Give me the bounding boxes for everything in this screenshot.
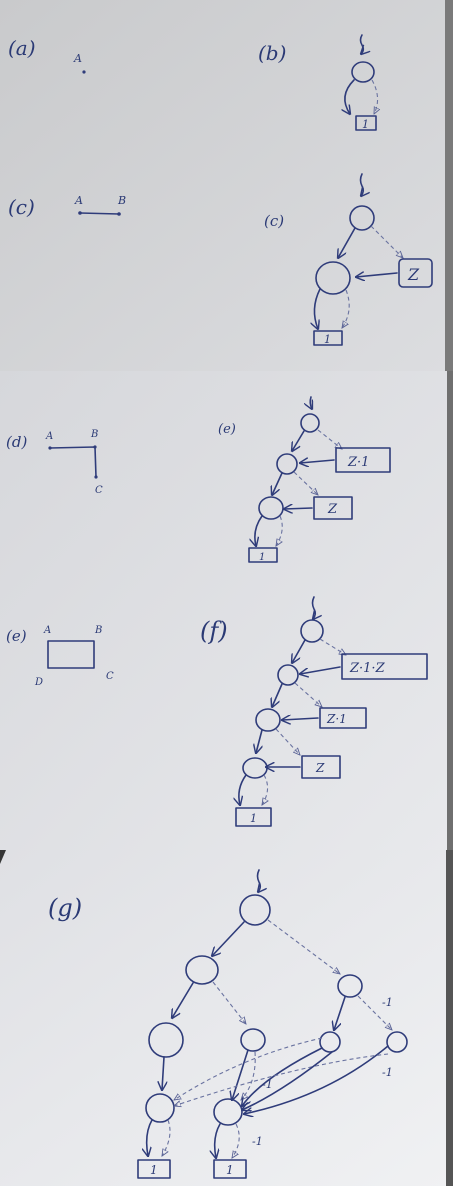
panel-e2-tag: (e) bbox=[6, 627, 27, 645]
node-g-right bbox=[337, 974, 363, 998]
panel-c-tag: (c) bbox=[8, 195, 35, 219]
svg-text:A: A bbox=[43, 625, 51, 636]
node-g-left bbox=[185, 955, 219, 985]
photo-1: (a) A (b) 1 (c) A B (c) Z 1 bbox=[0, 0, 453, 371]
diagram-f: Z·1·Z Z·1 Z 1 bbox=[235, 596, 428, 827]
panel-g-tag: (g) bbox=[48, 894, 82, 922]
box-f-z1z bbox=[341, 653, 428, 680]
svg-text:Z: Z bbox=[407, 265, 420, 284]
svg-text:Z·1·Z: Z·1·Z bbox=[349, 661, 386, 676]
svg-text:1: 1 bbox=[250, 812, 257, 825]
node-c2-root bbox=[349, 205, 375, 231]
diagram-b: 1 bbox=[345, 34, 378, 131]
photo-3-sheet: (g) -1 -1 -1 bbox=[0, 850, 453, 1186]
svg-text:1: 1 bbox=[362, 118, 369, 131]
edge-label-4: -1 bbox=[252, 1135, 263, 1148]
segment-ab bbox=[79, 212, 120, 215]
box-f-z1 bbox=[319, 707, 367, 729]
box-g-one-left bbox=[137, 1159, 171, 1179]
edge-label-1: -1 bbox=[382, 996, 393, 1009]
node-b-root bbox=[351, 61, 375, 83]
node-e-root bbox=[300, 413, 320, 433]
node-c2-child bbox=[315, 261, 351, 295]
svg-text:Z: Z bbox=[327, 502, 338, 517]
photo-2-sheet: (d) A B C (e) Z·1 Z 1 (e) A B C D (f) bbox=[0, 371, 453, 850]
box-c2-z bbox=[398, 258, 433, 288]
panel-b-tag: (b) bbox=[258, 41, 286, 65]
svg-text:D: D bbox=[34, 677, 43, 688]
edge-label-2: -1 bbox=[262, 1078, 273, 1091]
box-e-one bbox=[248, 547, 278, 563]
node-f-3 bbox=[255, 708, 281, 732]
edge-label-3: -1 bbox=[382, 1066, 393, 1079]
svg-text:1: 1 bbox=[150, 1163, 158, 1177]
node-e-mid bbox=[276, 453, 298, 475]
box-e-z1 bbox=[335, 447, 391, 473]
diagram-g: -1 -1 -1 1 -1 1 bbox=[137, 869, 408, 1179]
diagram-e: Z·1 Z 1 bbox=[248, 396, 391, 563]
box-b-one bbox=[355, 115, 377, 131]
box-c2-one bbox=[313, 330, 343, 346]
node-f-4 bbox=[242, 757, 268, 779]
svg-text:1: 1 bbox=[259, 552, 265, 563]
box-e-z bbox=[313, 496, 353, 520]
node-g-rr bbox=[386, 1031, 408, 1053]
point-a-label: A bbox=[73, 52, 82, 65]
rect-abcd bbox=[47, 640, 95, 669]
node-g-rl bbox=[319, 1031, 341, 1053]
svg-text:Z·1: Z·1 bbox=[326, 712, 347, 726]
node-g-root bbox=[239, 894, 271, 926]
photo-1-sheet: (a) A (b) 1 (c) A B (c) Z 1 bbox=[0, 0, 453, 371]
node-e-low bbox=[258, 496, 284, 520]
segment-b-label: B bbox=[117, 194, 126, 207]
svg-text:1: 1 bbox=[226, 1163, 234, 1177]
diagram-c2: Z 1 bbox=[313, 173, 433, 346]
panel-d-tag: (d) bbox=[6, 433, 27, 451]
panel-c2-tag: (c) bbox=[264, 212, 284, 230]
box-f-one bbox=[235, 807, 272, 827]
node-f-root bbox=[300, 619, 324, 643]
svg-text:Z: Z bbox=[315, 761, 325, 775]
node-g-b1 bbox=[145, 1093, 175, 1123]
node-g-lr bbox=[240, 1028, 266, 1052]
svg-text:C: C bbox=[95, 485, 103, 496]
node-f-2 bbox=[277, 664, 299, 686]
node-g-ll bbox=[148, 1022, 184, 1058]
photo-2: (d) A B C (e) Z·1 Z 1 (e) A B C D (f) bbox=[0, 371, 453, 850]
segment-a-label: A bbox=[74, 194, 83, 207]
svg-text:Z·1: Z·1 bbox=[347, 455, 369, 470]
node-g-b2 bbox=[213, 1098, 243, 1126]
svg-text:B: B bbox=[90, 429, 98, 440]
svg-text:C: C bbox=[106, 671, 114, 682]
svg-text:B: B bbox=[94, 625, 102, 636]
panel-f-tag: (f) bbox=[200, 617, 228, 645]
point-a bbox=[82, 70, 86, 74]
panel-e-tag: (e) bbox=[218, 422, 236, 437]
svg-text:1: 1 bbox=[324, 333, 331, 346]
box-g-one-right bbox=[213, 1159, 247, 1179]
photo-3: (g) -1 -1 -1 bbox=[0, 850, 453, 1186]
box-f-z bbox=[301, 755, 341, 779]
panel-a-tag: (a) bbox=[8, 36, 36, 60]
svg-text:A: A bbox=[45, 431, 53, 442]
